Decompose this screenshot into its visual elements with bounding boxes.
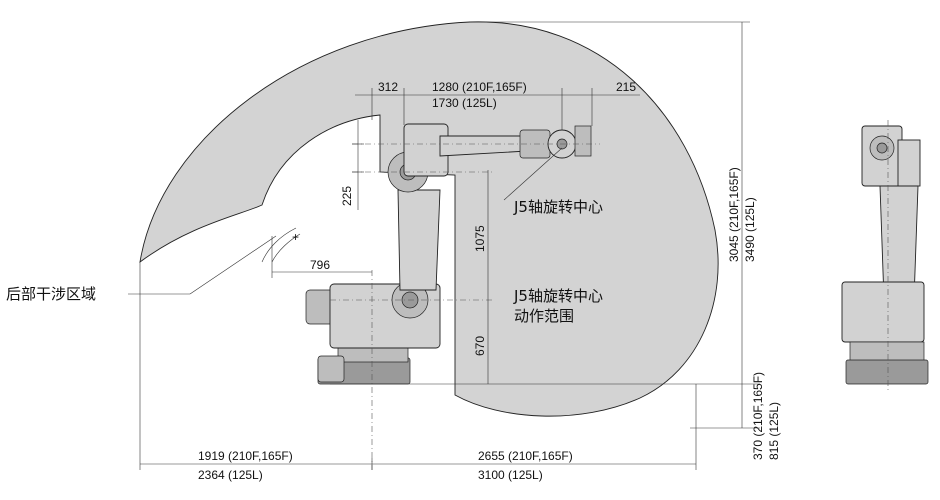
dim-225-group: 225 [340, 120, 364, 210]
dim-796-group: 796 [271, 236, 372, 278]
dim-670: 670 [473, 336, 487, 356]
dim-370: 370 (210F,165F) [751, 372, 765, 460]
dim-3490: 3490 (125L) [743, 197, 757, 262]
dim-215: 215 [616, 80, 636, 94]
dim-2655: 2655 (210F,165F) [478, 449, 573, 463]
dim-312: 312 [378, 80, 398, 94]
work-envelope-area [139, 21, 719, 417]
rear-arc-center-mark: + [292, 230, 299, 244]
dim-815: 815 (125L) [767, 402, 781, 460]
dim-bottom-group: 1919 (210F,165F) 2364 (125L) 2655 (210F,… [139, 262, 697, 482]
dim-right-group: 3045 (210F,165F) 3490 (125L) 370 (210F,1… [470, 21, 781, 460]
dim-3045: 3045 (210F,165F) [727, 167, 741, 262]
dim-225: 225 [340, 186, 354, 206]
dim-796: 796 [310, 258, 330, 272]
dim-3100: 3100 (125L) [478, 468, 543, 482]
dim-1730: 1730 (125L) [432, 96, 497, 110]
top-dimensions: 312 1280 (210F,165F) 1730 (125L) 215 [355, 80, 640, 130]
label-j5-center: J5轴旋转中心 [513, 198, 603, 216]
dim-1919: 1919 (210F,165F) [198, 449, 293, 463]
label-rear-interference: 后部干涉区域 [6, 285, 96, 303]
label-j5-range-line1: J5轴旋转中心 [513, 287, 603, 305]
leader-j5 [503, 147, 563, 201]
rear-interference-arc [271, 233, 301, 263]
dim-2364: 2364 (125L) [198, 468, 263, 482]
label-j5-range-line2: 动作范围 [514, 307, 574, 325]
rear-interference-arc-2 [261, 227, 297, 263]
dim-1280: 1280 (210F,165F) [432, 80, 527, 94]
dim-vertical-mid: 1075 670 [473, 170, 489, 384]
dim-1075: 1075 [473, 225, 487, 252]
side-view-robot [841, 120, 929, 390]
